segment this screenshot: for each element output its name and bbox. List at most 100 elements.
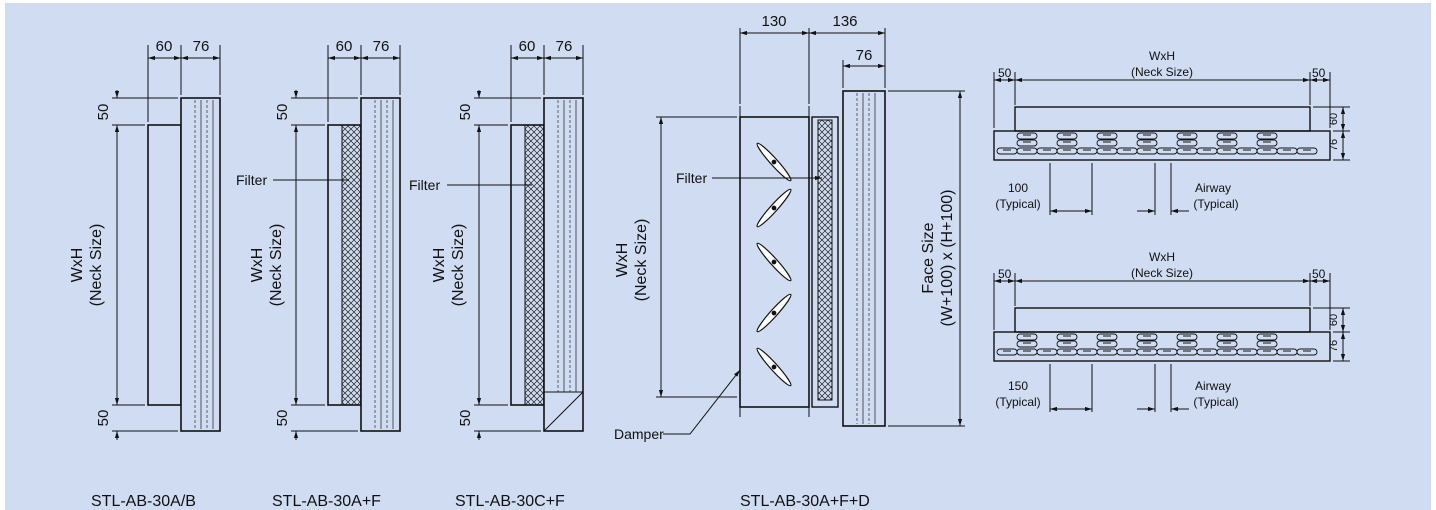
blade-profile bbox=[1136, 132, 1158, 140]
dim-60: 60 bbox=[156, 38, 173, 55]
bottom-corner-diagonal bbox=[543, 391, 584, 432]
size-label-sub: (Neck Size) bbox=[633, 219, 650, 302]
airway-label: Airway bbox=[1195, 379, 1231, 393]
blade-profile bbox=[1056, 139, 1078, 147]
pitch-value: 100 bbox=[1008, 181, 1028, 195]
blade-profile bbox=[1296, 348, 1318, 356]
blade-profile bbox=[1056, 132, 1078, 140]
plan-view-1: WxH (Neck Size) 50 50 60 76 100 (Typical… bbox=[993, 49, 1350, 215]
neck-collar bbox=[147, 124, 182, 406]
blade-profile bbox=[1136, 333, 1158, 341]
blade-profile bbox=[1076, 147, 1098, 155]
model-caption: STL-AB-30A+F+D bbox=[740, 493, 870, 510]
face-outline bbox=[993, 331, 1331, 362]
blade-profile bbox=[1256, 147, 1278, 155]
model-caption: STL-AB-30A/B bbox=[91, 493, 196, 510]
blade-profile bbox=[1016, 139, 1038, 147]
blade-profile bbox=[1136, 348, 1158, 356]
face-frame bbox=[180, 97, 221, 432]
dim-76: 76 bbox=[193, 38, 210, 55]
model-caption: STL-AB-30A+F bbox=[272, 493, 381, 510]
face-size-formula: (W+100) x (H+100) bbox=[939, 190, 956, 327]
blade-row bbox=[996, 333, 1318, 356]
blade-profile bbox=[1116, 348, 1138, 356]
blade-profile bbox=[1096, 139, 1118, 147]
blade-profile bbox=[1256, 340, 1278, 348]
blade-profile bbox=[1256, 139, 1278, 147]
blade-profile bbox=[1096, 132, 1118, 140]
blade-profile bbox=[1156, 348, 1178, 356]
airway-note: (Typical) bbox=[1193, 395, 1238, 409]
blade-profile bbox=[1276, 348, 1298, 356]
blade-profile bbox=[1296, 147, 1318, 155]
size-label-sub: (Neck Size) bbox=[268, 224, 285, 307]
damper-blade bbox=[756, 293, 792, 333]
blade-profile bbox=[1176, 333, 1198, 341]
plan-subtitle: (Neck Size) bbox=[1131, 65, 1193, 79]
blade-profile bbox=[1216, 348, 1238, 356]
plan-view-2: WxH (Neck Size) 50 50 60 76 150 (Typical… bbox=[993, 250, 1350, 412]
plan-subtitle: (Neck Size) bbox=[1131, 266, 1193, 280]
filter-label: Filter bbox=[676, 170, 707, 186]
blade-profile bbox=[1056, 333, 1078, 341]
blade-profile bbox=[1176, 147, 1198, 155]
dim-136: 136 bbox=[832, 13, 857, 30]
dim-76: 76 bbox=[556, 38, 573, 55]
filter-media bbox=[524, 124, 545, 406]
damper-blade bbox=[756, 188, 792, 228]
blade-profile bbox=[1216, 139, 1238, 147]
blade-profile bbox=[996, 348, 1018, 356]
blade-profile bbox=[1016, 132, 1038, 140]
blade-profile bbox=[1196, 348, 1218, 356]
face-frame bbox=[842, 90, 886, 427]
pitch-note: (Typical) bbox=[995, 395, 1040, 409]
dim-60: 60 bbox=[336, 38, 353, 55]
size-label-sub: (Neck Size) bbox=[450, 224, 467, 307]
damper-label: Damper bbox=[614, 426, 664, 442]
blade-profile bbox=[1056, 348, 1078, 356]
blade-profile bbox=[1096, 348, 1118, 356]
blade-profile bbox=[1096, 340, 1118, 348]
blade-profile bbox=[1276, 147, 1298, 155]
face-outline bbox=[993, 130, 1331, 161]
dim-50-right: 50 bbox=[1312, 267, 1326, 281]
dim-50-bottom: 50 bbox=[95, 410, 112, 427]
damper-blade bbox=[756, 142, 792, 182]
blade-profile bbox=[1136, 147, 1158, 155]
section-c: 60 76 50 50 WxH (Neck Size) Filter STL-A… bbox=[409, 38, 584, 510]
blade-profile bbox=[1236, 147, 1258, 155]
face-frame bbox=[543, 97, 584, 432]
blade-profile bbox=[1216, 147, 1238, 155]
blade-profile bbox=[1256, 132, 1278, 140]
dim-50-bottom: 50 bbox=[457, 410, 474, 427]
dim-50-left: 50 bbox=[998, 267, 1012, 281]
blade-profile bbox=[1016, 333, 1038, 341]
blade-profile bbox=[1256, 348, 1278, 356]
blade-profile bbox=[1216, 333, 1238, 341]
blade-profile bbox=[1036, 348, 1058, 356]
blade-profile bbox=[1216, 340, 1238, 348]
blade-profile bbox=[1016, 348, 1038, 356]
pitch-value: 150 bbox=[1008, 379, 1028, 393]
pitch-note: (Typical) bbox=[995, 197, 1040, 211]
dim-76: 76 bbox=[856, 47, 873, 64]
blade-profile bbox=[1056, 147, 1078, 155]
size-label-sub: (Neck Size) bbox=[88, 224, 105, 307]
dim-60: 60 bbox=[1328, 314, 1340, 326]
airway-label: Airway bbox=[1195, 181, 1231, 195]
dim-130: 130 bbox=[761, 13, 786, 30]
blade-profile bbox=[1116, 147, 1138, 155]
blade-profile bbox=[1196, 147, 1218, 155]
blade-profile bbox=[1016, 147, 1038, 155]
blade-profile bbox=[1076, 348, 1098, 356]
section-a: 60 76 50 50 WxH (Neck Size) STL-AB-30A/B bbox=[69, 38, 221, 510]
model-caption: STL-AB-30C+F bbox=[455, 493, 565, 510]
blade-profile bbox=[1216, 132, 1238, 140]
size-label: WxH bbox=[614, 243, 631, 278]
size-label: WxH bbox=[431, 248, 448, 283]
face-size-label: Face Size bbox=[920, 222, 937, 293]
dim-50-right: 50 bbox=[1312, 66, 1326, 80]
dim-50-top: 50 bbox=[274, 104, 291, 121]
blade-profile bbox=[1056, 340, 1078, 348]
